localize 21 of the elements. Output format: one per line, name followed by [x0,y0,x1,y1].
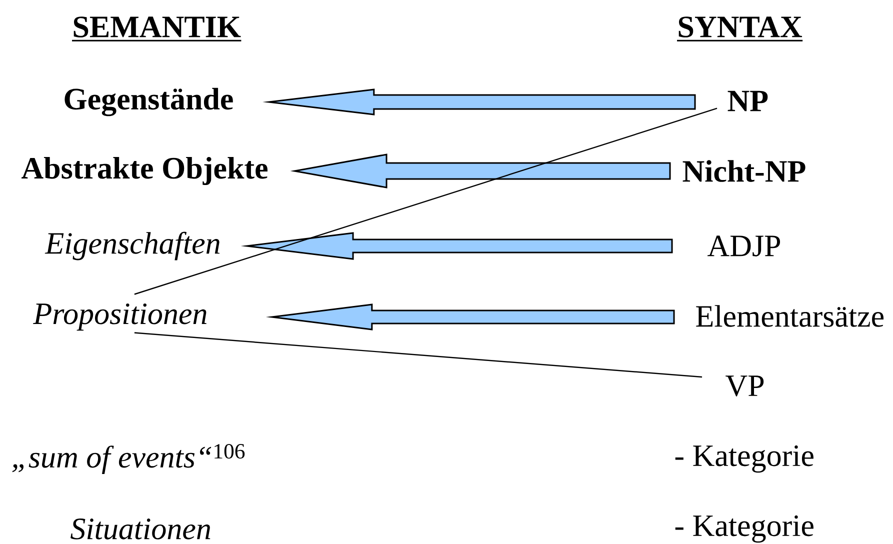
category-label: NP [728,90,768,112]
connector-line [134,332,702,378]
block-arrow [290,154,671,188]
block-arrow [240,232,673,260]
connector-line [134,108,718,295]
block-arrow [262,88,696,116]
category-label: „sum of events“$^{106}$ [12,444,245,474]
block-arrow [266,304,675,330]
term-label: Situationen [70,518,210,540]
term-label: Abstrakte Objekte [22,156,268,186]
column-heading: SYNTAX [677,16,803,42]
term-label: Propositionen [33,303,206,331]
category-label: ADJP [708,236,780,256]
term-label: Gegenstände [64,88,233,116]
category-label: - Kategorie [675,445,814,473]
column-heading: SEMANTIK [72,16,242,42]
category-label: - Kategorie [675,515,814,543]
term-label: Eigenschaften [44,232,220,260]
category-label: Nicht-NP [682,160,806,182]
category-label: Elementarsätze [696,305,884,327]
category-label: VP [726,376,764,396]
